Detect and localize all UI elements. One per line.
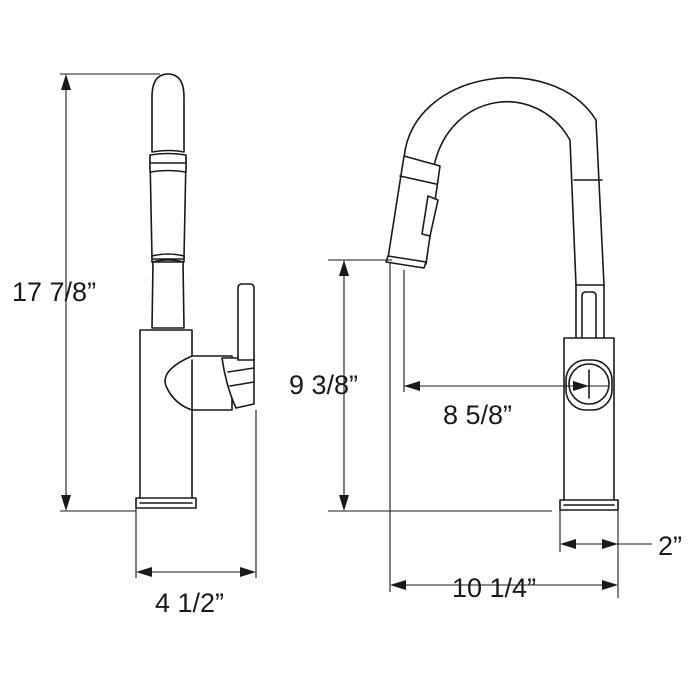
front-spout-tube — [151, 73, 185, 153]
side-view-faucet — [385, 77, 619, 511]
side-spray-trigger — [421, 195, 439, 237]
dimension-lines — [60, 73, 652, 598]
spout-height-label: 9 3/8” — [289, 370, 358, 400]
front-spray-nozzle — [151, 253, 185, 263]
front-neck — [151, 261, 185, 329]
overall-height-label: 17 7/8” — [12, 277, 96, 307]
base-depth-label: 2” — [658, 531, 682, 561]
side-gooseneck — [403, 77, 605, 286]
overall-depth-label: 10 1/4” — [452, 573, 536, 603]
front-body — [139, 329, 193, 501]
front-view-faucet — [135, 73, 255, 509]
front-spray-head — [149, 156, 187, 259]
front-lever — [237, 283, 255, 361]
base-width-label: 4 1/2” — [155, 588, 224, 618]
front-handle-cap — [221, 357, 255, 409]
spout-reach-label: 8 5/8” — [443, 400, 512, 430]
